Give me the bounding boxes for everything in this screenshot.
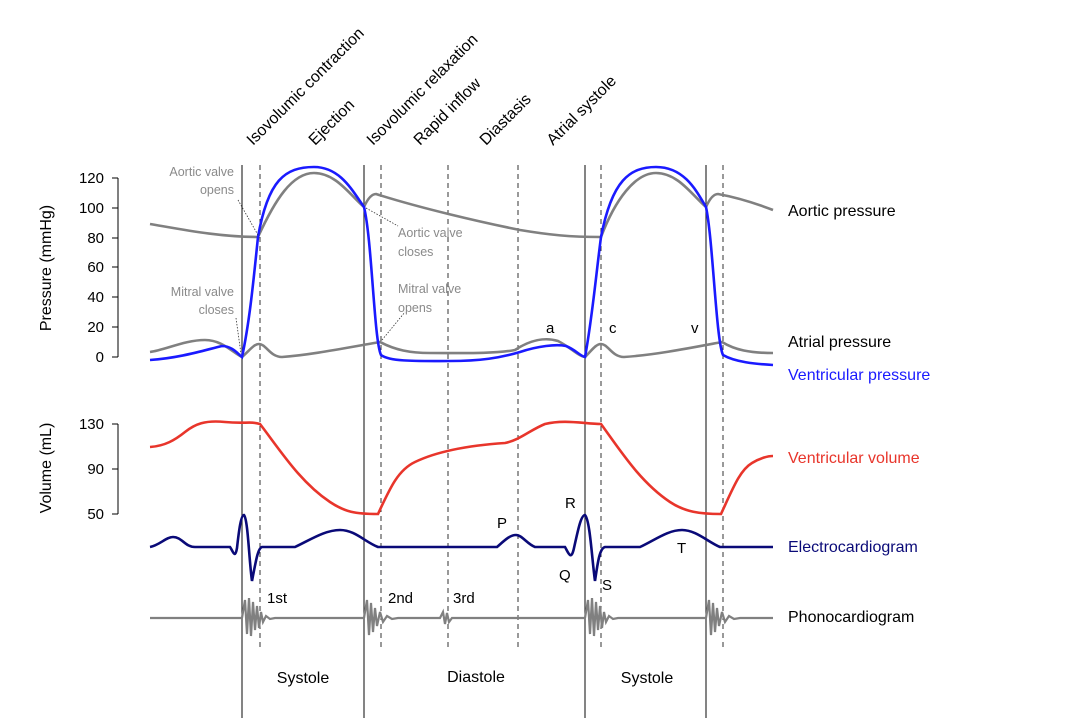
ventricular-volume-curve [149,420,774,516]
phase-ejection: Ejection [306,97,358,149]
note-mitral-valve-closes: closes [199,303,234,317]
ecg-wave-r: R [565,495,576,512]
label-ventricular-volume: Ventricular volume [788,450,920,467]
volume-axis-ticks [112,423,118,515]
pressure-tick-label: 20 [87,319,104,336]
heart-sound-third: 3rd [453,590,475,607]
valve-annotations: Aortic valve opens Mitral valve closes A… [169,165,462,317]
pressure-axis-ticks [112,177,118,358]
phase-labels: Isovolumic contraction Ejection Isovolum… [244,25,620,149]
note-mitral-valve-opens: opens [398,301,432,315]
pressure-tick-label: 60 [87,259,104,276]
label-phonocardiogram: Phonocardiogram [788,609,914,626]
pressure-tick-label: 40 [87,289,104,306]
pcg-second-sound [362,599,585,636]
ecg-wave-letters: P R Q S T [497,495,686,594]
label-aortic-pressure: Aortic pressure [788,203,896,220]
label-atrial-pressure: Atrial pressure [788,334,891,351]
ecg-wave-t: T [677,540,686,557]
atrial-wave-letters: a c v [546,320,699,337]
atrial-wave-a: a [546,320,555,337]
label-ventricular-pressure: Ventricular pressure [788,367,930,384]
ventricular-pressure-curve [149,165,774,367]
annotation-leaders [235,199,406,355]
label-electrocardiogram: Electrocardiogram [788,539,918,556]
note-mitral-valve-opens: Mitral valve [398,282,461,296]
note-aortic-valve-closes: Aortic valve [398,226,463,240]
volume-tick-label: 50 [87,506,104,523]
ecg-wave-s: S [602,577,612,594]
pressure-tick-label: 0 [96,349,104,366]
phonocardiogram [150,597,773,637]
leader-aortic-opens [237,199,259,236]
volume-tick-label: 130 [79,416,104,433]
volume-axis-title: Volume (mL) [38,423,55,514]
pressure-axis: 120 100 80 60 40 20 0 Pressure (mmHg) [38,170,119,366]
period-systole: Systole [277,670,330,687]
atrial-pressure-curve [149,338,774,359]
heart-sound-labels: 1st 2nd 3rd [267,590,475,607]
ecg-wave-p: P [497,515,507,532]
pcg-first-sound [240,597,364,637]
period-systole: Systole [621,670,674,687]
pressure-axis-title: Pressure (mmHg) [38,205,55,331]
leader-mitral-opens [381,311,406,341]
phase-isovolumic-contraction: Isovolumic contraction [244,25,368,149]
pressure-tick-label: 100 [79,200,104,217]
note-aortic-valve-opens: Aortic valve [169,165,234,179]
pressure-tick-label: 80 [87,230,104,247]
ecg-curve [149,513,773,582]
heart-sound-second: 2nd [388,590,413,607]
leader-mitral-closes [235,317,242,355]
period-labels: Systole Diastole Systole [277,669,674,687]
leader-aortic-closes [365,207,399,227]
heart-sound-first: 1st [267,590,288,607]
phase-dividers [241,165,724,718]
phase-diastasis: Diastasis [477,91,535,149]
pcg-first-sound [583,597,706,637]
atrial-wave-c: c [609,320,617,337]
period-diastole: Diastole [447,669,505,686]
note-aortic-valve-closes: closes [398,245,433,259]
atrial-wave-v: v [691,320,699,337]
note-mitral-valve-closes: Mitral valve [171,285,234,299]
pressure-tick-label: 120 [79,170,104,187]
phase-atrial-systole: Atrial systole [544,73,620,149]
volume-axis: 130 90 50 Volume (mL) [38,416,119,523]
trace-labels: Aortic pressure Atrial pressure Ventricu… [788,203,930,626]
pcg-second-sound [704,599,773,636]
note-aortic-valve-opens: opens [200,183,234,197]
volume-tick-label: 90 [87,461,104,478]
ecg-wave-q: Q [559,567,571,584]
